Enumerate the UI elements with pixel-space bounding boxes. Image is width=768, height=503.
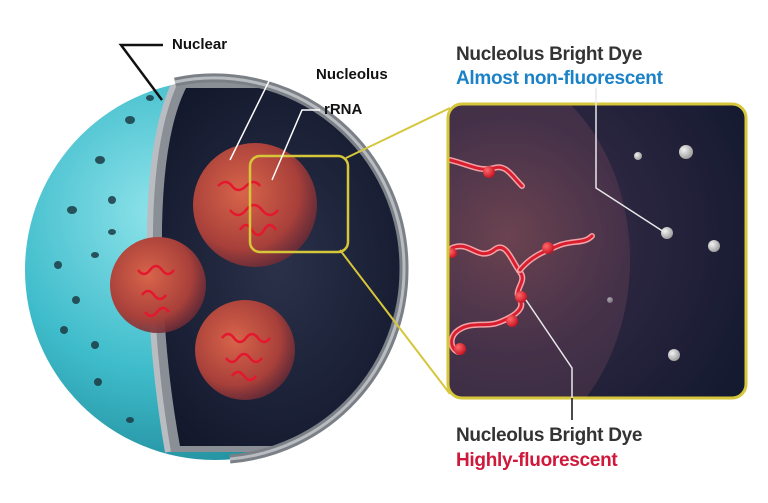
dye-top-title: Nucleolus Bright Dye [456, 44, 643, 65]
label-rrna: rRNA [324, 101, 363, 118]
zoom-connector-top [345, 107, 451, 159]
dye-bound-fluorescent [483, 166, 495, 178]
cut-rim-highlight [174, 76, 406, 461]
dye-bound-fluorescent [542, 242, 554, 254]
dye-free-nonfluorescent [607, 297, 613, 303]
dye-free-nonfluorescent [661, 227, 673, 239]
nucleolus-bottom [195, 300, 295, 400]
zoom-panel [446, 102, 748, 400]
rrna-strand [221, 332, 271, 344]
leader-dye-nonfluorescent [595, 88, 665, 233]
dye-free-nonfluorescent [679, 145, 693, 159]
dye-free-nonfluorescent [634, 152, 642, 160]
label-nucleolus: Nucleolus [316, 66, 388, 83]
leader-nuclear [118, 43, 164, 101]
dye-bottom-state: Highly-fluorescent [456, 450, 618, 471]
rrna-strand [144, 306, 170, 318]
dye-free-nonfluorescent [668, 349, 680, 361]
nucleolus-large [193, 143, 317, 267]
zoom-connector-bottom [339, 249, 451, 395]
nucleolus-boundary [448, 104, 630, 398]
rrna-strand [141, 289, 167, 301]
dye-bound-fluorescent [515, 291, 527, 303]
dye-top-state: Almost non-fluorescent [456, 68, 663, 89]
rrna-strand [229, 203, 279, 217]
leader-nucleolus [229, 74, 312, 161]
rrna-strand [137, 264, 175, 276]
dye-bound-fluorescent [506, 315, 518, 327]
dye-bottom-title: Nucleolus Bright Dye [456, 425, 643, 446]
rrna-strand [238, 223, 278, 237]
dye-free-nonfluorescent [708, 240, 720, 252]
rrna-strand [217, 180, 261, 192]
dye-bound-fluorescent [454, 343, 466, 355]
label-nuclear: Nuclear [172, 36, 228, 53]
rrna-strand [231, 370, 257, 382]
leader-rrna [271, 109, 320, 181]
rrna-strand [225, 352, 263, 364]
zoom-selection-box [248, 154, 350, 254]
nucleolus-left [110, 237, 206, 333]
zoom-panel-frame [446, 102, 748, 400]
